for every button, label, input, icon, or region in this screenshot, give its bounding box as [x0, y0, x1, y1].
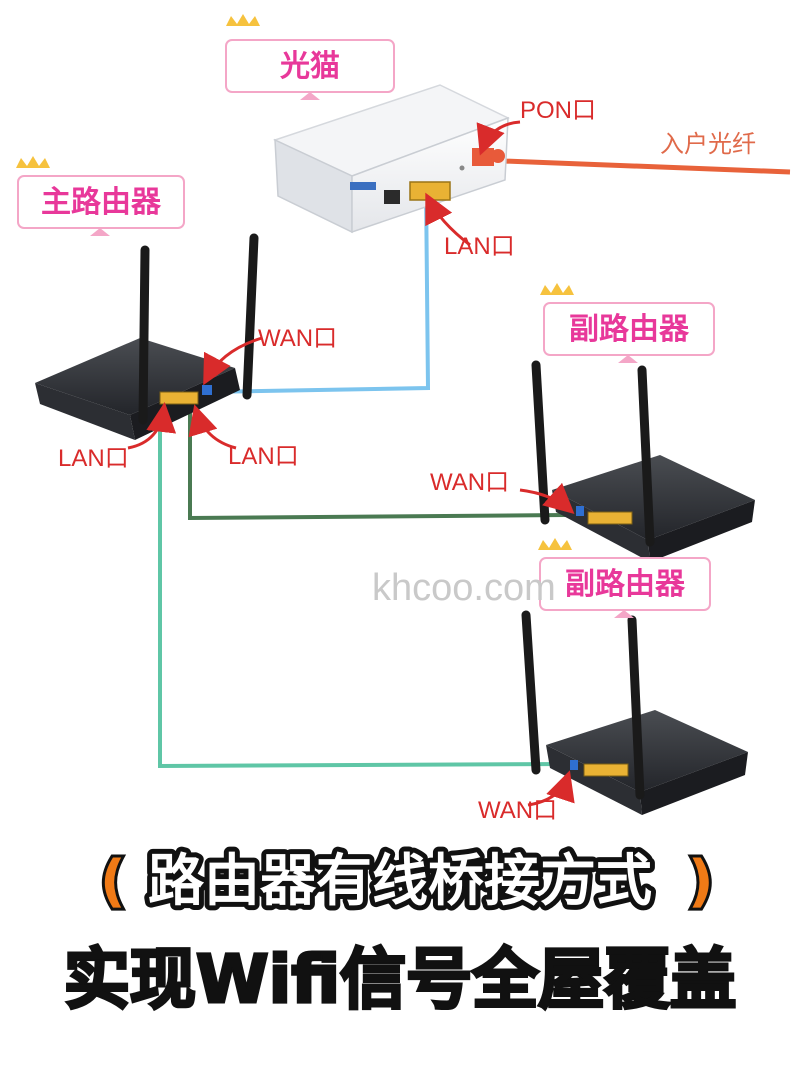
modem-label: 光猫: [280, 49, 340, 84]
antenna-icon: [242, 233, 259, 400]
pointer-arrows: [127, 120, 575, 807]
modem-logo: [350, 182, 376, 190]
sub-router-2-wan-label: WAN口: [478, 797, 557, 824]
tag-modem: 光猫: [225, 14, 395, 100]
title-paren-left: (: [100, 849, 126, 914]
crown-icon: [16, 156, 50, 168]
modem-lan-port-label: LAN口: [444, 233, 515, 260]
antenna-icon: [521, 610, 541, 775]
cables: [158, 157, 791, 769]
sub-router-2-wan-port: [570, 760, 578, 770]
tag-sub-router-2: 副路由器: [538, 538, 711, 618]
tag-main-router: 主路由器: [16, 156, 185, 236]
sub-router-2-device: [521, 610, 748, 815]
sub-router-2-lan-ports: [583, 763, 629, 777]
main-router-lan-ports: [159, 391, 199, 405]
main-router-device: [35, 233, 259, 440]
title-subtitle: 实现Wifi信号全屋覆盖: [64, 941, 736, 1018]
cable-main-to-sub-router-1: [188, 404, 567, 521]
sub-router-1-wan-port: [576, 506, 584, 516]
antenna-icon: [138, 245, 150, 425]
cable-modem-to-main-router: [204, 185, 431, 394]
fiber-label: 入户光纤: [660, 130, 756, 158]
fiber-cable: [477, 157, 791, 175]
main-router-wan-label: WAN口: [258, 325, 337, 352]
tag-sub-router-1: 副路由器: [540, 283, 715, 363]
sub-router-1-device: [531, 360, 755, 562]
main-router-lan-left-label: LAN口: [58, 445, 129, 472]
crown-icon: [540, 283, 574, 295]
modem-device: [272, 84, 510, 234]
sub-router-1-lan-ports: [587, 511, 633, 525]
sub-router-1-wan-label: WAN口: [430, 469, 509, 496]
main-router-lan-right-label: LAN口: [228, 443, 299, 470]
sub-router-2-label: 副路由器: [565, 567, 686, 602]
title-line-1: ( 路由器有线桥接方式 ): [97, 844, 717, 919]
crown-icon: [538, 538, 572, 550]
modem-lan-port: [409, 181, 451, 201]
pon-port-label: PON口: [520, 97, 596, 124]
sub-router-1-label: 副路由器: [569, 312, 690, 347]
watermark: khcoo.com: [372, 567, 556, 609]
antenna-icon: [627, 615, 645, 800]
antenna-icon: [637, 365, 655, 547]
title-main: 路由器有线桥接方式: [148, 849, 652, 914]
modem-pon-port: [472, 148, 494, 166]
cable-main-to-sub-router-2: [158, 404, 573, 769]
main-router-label: 主路由器: [41, 185, 162, 220]
title-paren-right: ): [688, 849, 714, 914]
crown-icon: [226, 14, 260, 26]
main-router-wan-port: [202, 385, 212, 395]
